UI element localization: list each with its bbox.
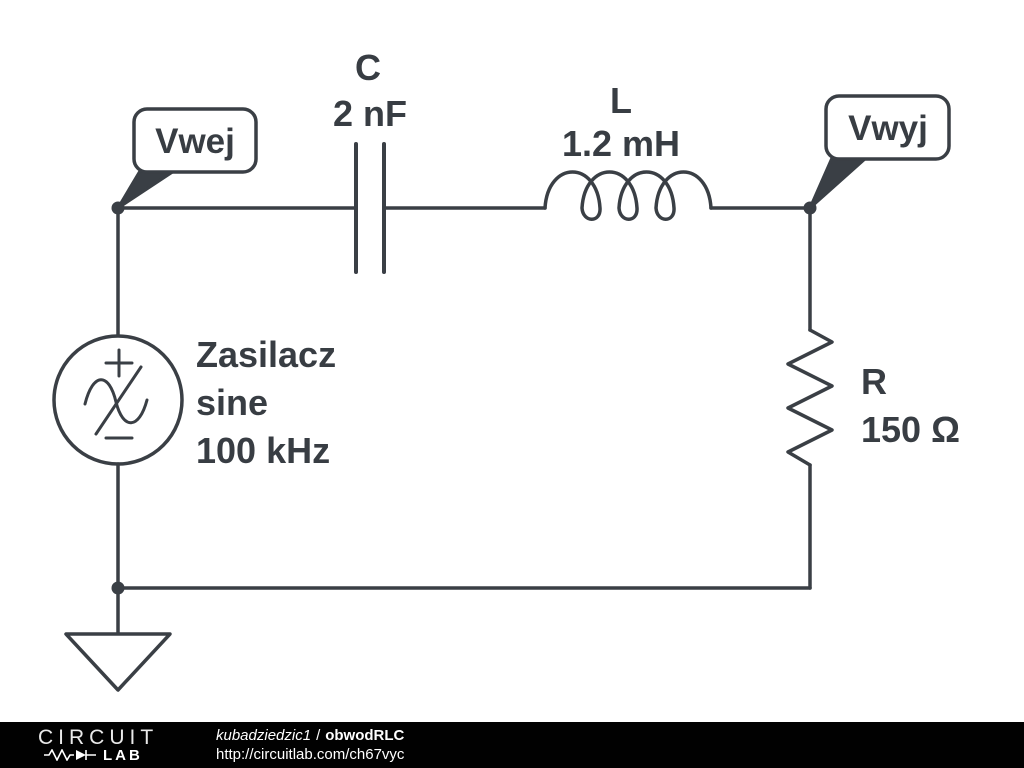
vout-flag-label: Vwyj	[848, 109, 928, 148]
resistor-name-label: R	[861, 361, 887, 402]
source-frequency-label: 100 kHz	[196, 430, 330, 471]
footer-bar: CIRCUIT LAB kubadziedzic1/obwodRLC http:…	[0, 722, 1024, 768]
vin-flag-label: Vwej	[155, 122, 235, 161]
footer-text-block: kubadziedzic1/obwodRLC http://circuitlab…	[216, 726, 404, 764]
plus-icon	[104, 348, 134, 378]
logo-bottom-row: LAB	[44, 747, 206, 764]
inductor-coils	[543, 170, 713, 221]
resistor-zigzag	[786, 328, 834, 467]
footer-credit-line: kubadziedzic1/obwodRLC	[216, 726, 404, 745]
logo-text-circuit: CIRCUIT	[38, 725, 159, 749]
vout-flag-tail	[808, 156, 868, 210]
resistor-value-label: 150 Ω	[861, 409, 960, 450]
inductor-value-label: 1.2 mH	[562, 123, 680, 164]
ground-icon	[64, 632, 172, 692]
capacitor-value-label: 2 nF	[333, 93, 407, 134]
inductor-name-label: L	[610, 80, 632, 121]
footer-separator: /	[316, 727, 321, 744]
circuitlab-logo: CIRCUIT LAB	[38, 727, 206, 764]
vin-flag-tail	[116, 169, 176, 210]
circuit-diagram: Vwej Vwyj C 2 nF L 1.2 mH R 150 Ω Zasila…	[52, 47, 960, 692]
source-type-label: sine	[196, 382, 268, 423]
resistor-diode-icon	[44, 749, 96, 761]
capacitor-name-label: C	[355, 47, 381, 88]
vout-flag: Vwyj	[808, 94, 951, 210]
vin-flag-box	[132, 107, 258, 174]
footer-url: http://circuitlab.com/ch67vyc	[216, 746, 405, 763]
sine-axis-line	[94, 365, 143, 436]
node-ground-dot	[111, 581, 125, 595]
footer-author: kubadziedzic1	[216, 727, 312, 744]
vin-flag: Vwej	[116, 107, 258, 210]
footer-project-name: obwodRLC	[325, 727, 405, 744]
source-name-label: Zasilacz	[196, 334, 336, 375]
logo-text-lab: LAB	[103, 746, 143, 764]
vout-flag-box	[824, 94, 951, 161]
